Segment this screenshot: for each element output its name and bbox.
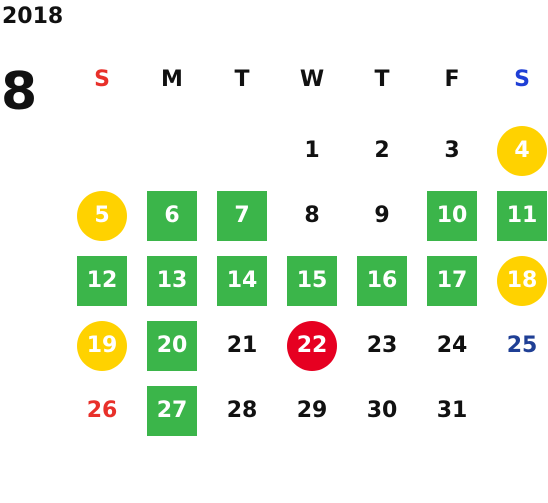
month-label: 8	[1, 62, 38, 122]
day-cell-1[interactable]: 1	[304, 138, 320, 163]
weekday-header-wednesday: W	[299, 67, 325, 92]
day-cell-19[interactable]: 19	[77, 321, 127, 371]
day-cell-30[interactable]: 30	[366, 398, 398, 423]
day-cell-31[interactable]: 31	[436, 398, 468, 423]
day-cell-26[interactable]: 26	[86, 398, 118, 423]
day-cell-9[interactable]: 9	[374, 203, 390, 228]
day-cell-21[interactable]: 21	[226, 333, 258, 358]
year-label: 2018	[2, 4, 64, 29]
day-cell-29[interactable]: 29	[296, 398, 328, 423]
day-cell-6[interactable]: 6	[147, 191, 197, 241]
weekday-header-friday: F	[444, 67, 460, 92]
weekday-header-monday: M	[161, 67, 183, 92]
day-cell-24[interactable]: 24	[436, 333, 468, 358]
day-cell-22[interactable]: 22	[287, 321, 337, 371]
weekday-header-sunday: S	[94, 67, 110, 92]
day-cell-10[interactable]: 10	[427, 191, 477, 241]
day-cell-23[interactable]: 23	[366, 333, 398, 358]
day-cell-20[interactable]: 20	[147, 321, 197, 371]
day-cell-27[interactable]: 27	[147, 386, 197, 436]
day-cell-14[interactable]: 14	[217, 256, 267, 306]
day-cell-5[interactable]: 5	[77, 191, 127, 241]
day-cell-17[interactable]: 17	[427, 256, 477, 306]
day-cell-4[interactable]: 4	[497, 126, 547, 176]
weekday-header-tuesday: T	[234, 67, 250, 92]
day-cell-15[interactable]: 15	[287, 256, 337, 306]
day-cell-28[interactable]: 28	[226, 398, 258, 423]
day-cell-3[interactable]: 3	[444, 138, 460, 163]
day-cell-16[interactable]: 16	[357, 256, 407, 306]
day-cell-18[interactable]: 18	[497, 256, 547, 306]
day-cell-2[interactable]: 2	[374, 138, 390, 163]
day-cell-8[interactable]: 8	[304, 203, 320, 228]
day-cell-25[interactable]: 25	[506, 333, 538, 358]
day-cell-12[interactable]: 12	[77, 256, 127, 306]
weekday-header-thursday: T	[374, 67, 390, 92]
day-cell-13[interactable]: 13	[147, 256, 197, 306]
day-cell-7[interactable]: 7	[217, 191, 267, 241]
day-cell-11[interactable]: 11	[497, 191, 547, 241]
weekday-header-saturday: S	[514, 67, 530, 92]
